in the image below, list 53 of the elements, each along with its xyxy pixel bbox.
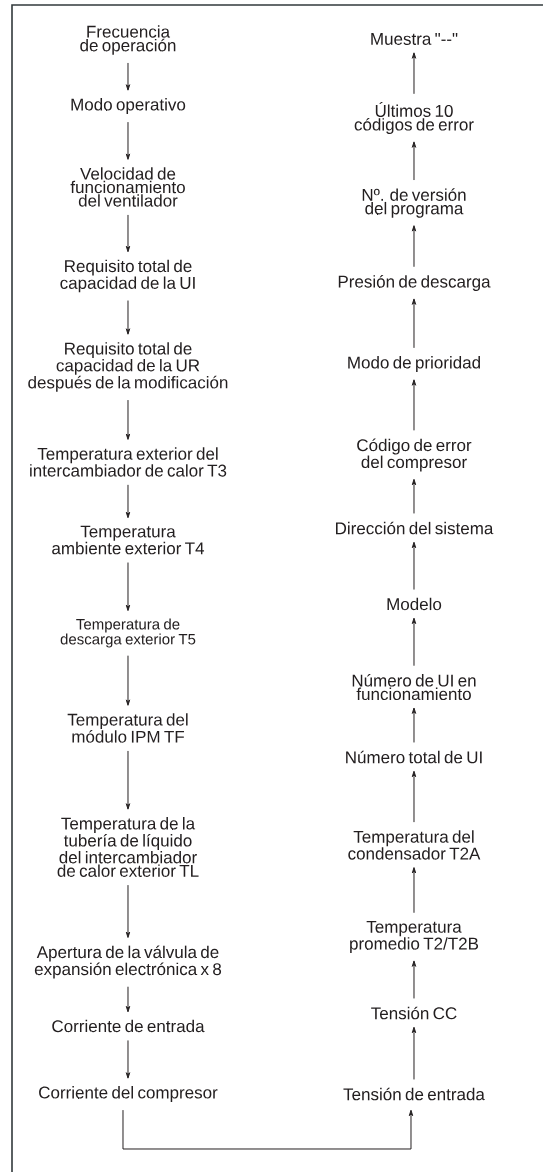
- parameter-label: Temperatura del condensador T2A: [348, 830, 481, 860]
- arrow: [411, 225, 417, 268]
- arrow: [125, 214, 131, 253]
- parameter-label: Frecuencia de operación: [80, 25, 176, 55]
- parameter-label: Apertura de la válvula de expansión electrónica x 8: [34, 945, 222, 979]
- parameter-label: Corriente de entrada: [52, 1019, 205, 1033]
- arrow: [411, 1026, 417, 1080]
- arrow: [411, 867, 417, 914]
- parameter-label: Nº. de versión del programa: [362, 188, 466, 218]
- arrow: [125, 121, 131, 160]
- arrow: [125, 1039, 131, 1079]
- parameter-label: Modo operativo: [71, 98, 186, 114]
- arrow: [411, 770, 417, 823]
- parameter-label: Muestra "--": [371, 33, 458, 45]
- arrow: [125, 750, 131, 810]
- arrow: [411, 141, 417, 181]
- parameter-label: Temperatura de la tubería de líquido del intercambiador de calor exterior TL: [57, 817, 199, 877]
- arrow: [411, 960, 417, 999]
- arrow: [122, 1109, 414, 1150]
- parameter-label: Requisito total de capacidad de la UR después de la modificación: [28, 342, 228, 392]
- parameter-label: Número total de UI: [346, 750, 482, 764]
- arrow: [125, 562, 131, 612]
- parameter-label: Dirección del sistema: [336, 521, 494, 535]
- parameter-label: Temperatura promedio T2/T2B: [350, 920, 479, 953]
- arrow: [125, 484, 131, 519]
- parameter-label: Requisito total de capacidad de la UI: [60, 259, 195, 293]
- arrow: [125, 300, 131, 335]
- parameter-label: Número de UI en funcionamiento: [352, 673, 476, 701]
- arrow: [411, 478, 417, 514]
- arrow: [125, 399, 131, 440]
- parameter-label: Modo de prioridad: [348, 356, 480, 372]
- parameter-label: Código de error del compresor: [357, 438, 472, 472]
- parameter-label: Tensión CC: [371, 1006, 457, 1020]
- arrow: [411, 298, 417, 349]
- parameter-label: Últimos 10 códigos de error: [354, 102, 474, 134]
- arrow: [411, 707, 417, 743]
- arrow: [125, 884, 131, 939]
- parameter-label: Temperatura de descarga exterior T5: [60, 618, 196, 648]
- parameter-label: Tensión de entrada: [343, 1087, 485, 1101]
- parameter-label: Modelo: [387, 597, 442, 611]
- parameter-label: Temperatura ambiente exterior T4: [52, 525, 205, 555]
- arrow: [411, 52, 417, 95]
- parameter-label: Corriente del compresor: [39, 1086, 218, 1102]
- parameter-label: Temperatura del módulo IPM TF: [67, 713, 188, 743]
- arrow: [125, 62, 131, 91]
- parameter-label: Presión de descarga: [338, 275, 491, 291]
- parameter-label: Temperatura exterior del intercambiador de calor T3: [30, 447, 227, 477]
- arrow: [411, 379, 417, 431]
- arrow: [125, 655, 131, 706]
- parameter-label: Velocidad de funcionamiento del ventilador: [70, 167, 185, 207]
- arrow: [411, 541, 417, 591]
- arrow: [125, 986, 131, 1013]
- arrow: [411, 617, 417, 667]
